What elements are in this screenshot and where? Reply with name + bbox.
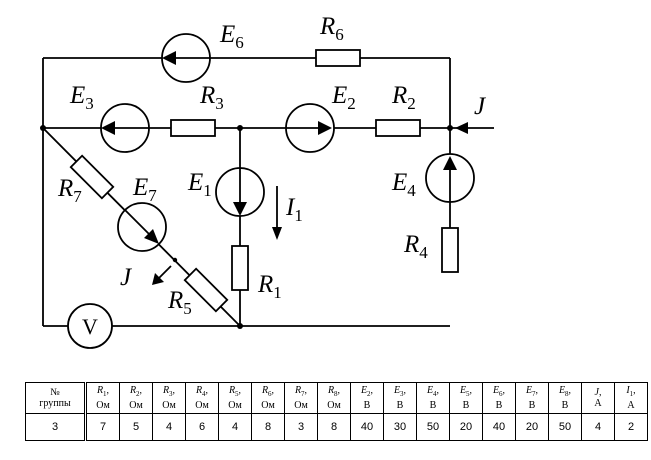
label-r3: R3 (199, 82, 224, 113)
label-r2: R2 (391, 82, 416, 113)
resistor-r2 (375, 119, 421, 137)
table-header-cell: E4,В (416, 382, 450, 414)
table-value-cell: 4 (152, 413, 186, 441)
table-header-cell: R3,Ом (152, 382, 186, 414)
resistor-r5 (183, 267, 229, 313)
resistor-r7 (69, 154, 115, 200)
voltmeter: V (67, 303, 113, 349)
label-e1: E1 (187, 169, 212, 200)
table-header-cell: E5,В (449, 382, 483, 414)
table-value-cell: 6 (185, 413, 219, 441)
label-e7: E7 (132, 174, 157, 205)
label-r7: R7 (57, 175, 82, 206)
node-bottom (237, 323, 243, 329)
label-e2: E2 (331, 82, 356, 113)
resistor-r3 (170, 119, 216, 137)
table-header-cell: R6,Ом (251, 382, 285, 414)
table-header-cell: E3,В (383, 382, 417, 414)
table-value-cell: 8 (251, 413, 285, 441)
table-value-cell: 20 (449, 413, 483, 441)
label-i1: I1 (285, 194, 303, 225)
table-value-cell: 30 (383, 413, 417, 441)
table-value-cell: 40 (350, 413, 384, 441)
label-e4: E4 (391, 169, 416, 200)
node-middle (237, 125, 243, 131)
table-value-cell: 3 (284, 413, 318, 441)
table-value-cell: 2 (614, 413, 648, 441)
source-e1 (215, 167, 265, 217)
node-right (447, 125, 453, 131)
label-r1: R1 (257, 271, 282, 302)
table-header-cell: R8,Ом (317, 382, 351, 414)
label-e3: E3 (69, 82, 94, 113)
source-e2 (285, 103, 335, 153)
resistor-r1 (231, 245, 249, 291)
label-r5: R5 (167, 287, 192, 318)
current-i1-arrow (272, 186, 282, 240)
current-source-j-arrow (455, 122, 468, 134)
table-value-cell: 20 (515, 413, 549, 441)
table-header-cell: E7,В (515, 382, 549, 414)
table-header-cell: R1,Ом (85, 382, 120, 414)
table-header-cell: E8,В (548, 382, 582, 414)
table-value-cell: 50 (416, 413, 450, 441)
table-value-cell: 4 (218, 413, 252, 441)
source-e4 (425, 153, 475, 203)
table-value-cell: 8 (317, 413, 351, 441)
source-e7 (117, 202, 167, 252)
label-r6: R6 (319, 13, 344, 44)
table-header-cell: R7,Ом (284, 382, 318, 414)
table-value-cell: 50 (548, 413, 582, 441)
node-left (40, 125, 46, 131)
table-value-cell: 40 (482, 413, 516, 441)
label-r4: R4 (403, 231, 428, 262)
label-j-top: J (474, 93, 487, 120)
source-e6 (161, 33, 211, 83)
table-header-cell: R5,Ом (218, 382, 252, 414)
voltmeter-label: V (82, 314, 98, 339)
table-header-cell: R4,Ом (185, 382, 219, 414)
table-value-cell: 7 (85, 413, 120, 441)
table-value-cell: 5 (119, 413, 153, 441)
label-j-diagonal: J (120, 264, 133, 291)
resistor-r4 (441, 227, 459, 273)
label-e6: E6 (219, 21, 244, 52)
current-source-j-diagonal-arrow (152, 265, 172, 285)
resistor-r6 (315, 49, 361, 67)
table-header-cell: J,А (581, 382, 615, 414)
circuit-diagram: V E6 R6 E3 R3 E2 R2 J E1 I1 E4 R4 R7 E7 … (40, 13, 494, 349)
table-header-cell: E2,В (350, 382, 384, 414)
node-diagonal (172, 257, 178, 263)
table-value-cell: 3 (25, 413, 87, 441)
table-value-cell: 4 (581, 413, 615, 441)
table-header-cell: R2,Ом (119, 382, 153, 414)
table-header-cell: I1,А (614, 382, 648, 414)
source-e3 (100, 103, 150, 153)
table-header-cell: E6,В (482, 382, 516, 414)
